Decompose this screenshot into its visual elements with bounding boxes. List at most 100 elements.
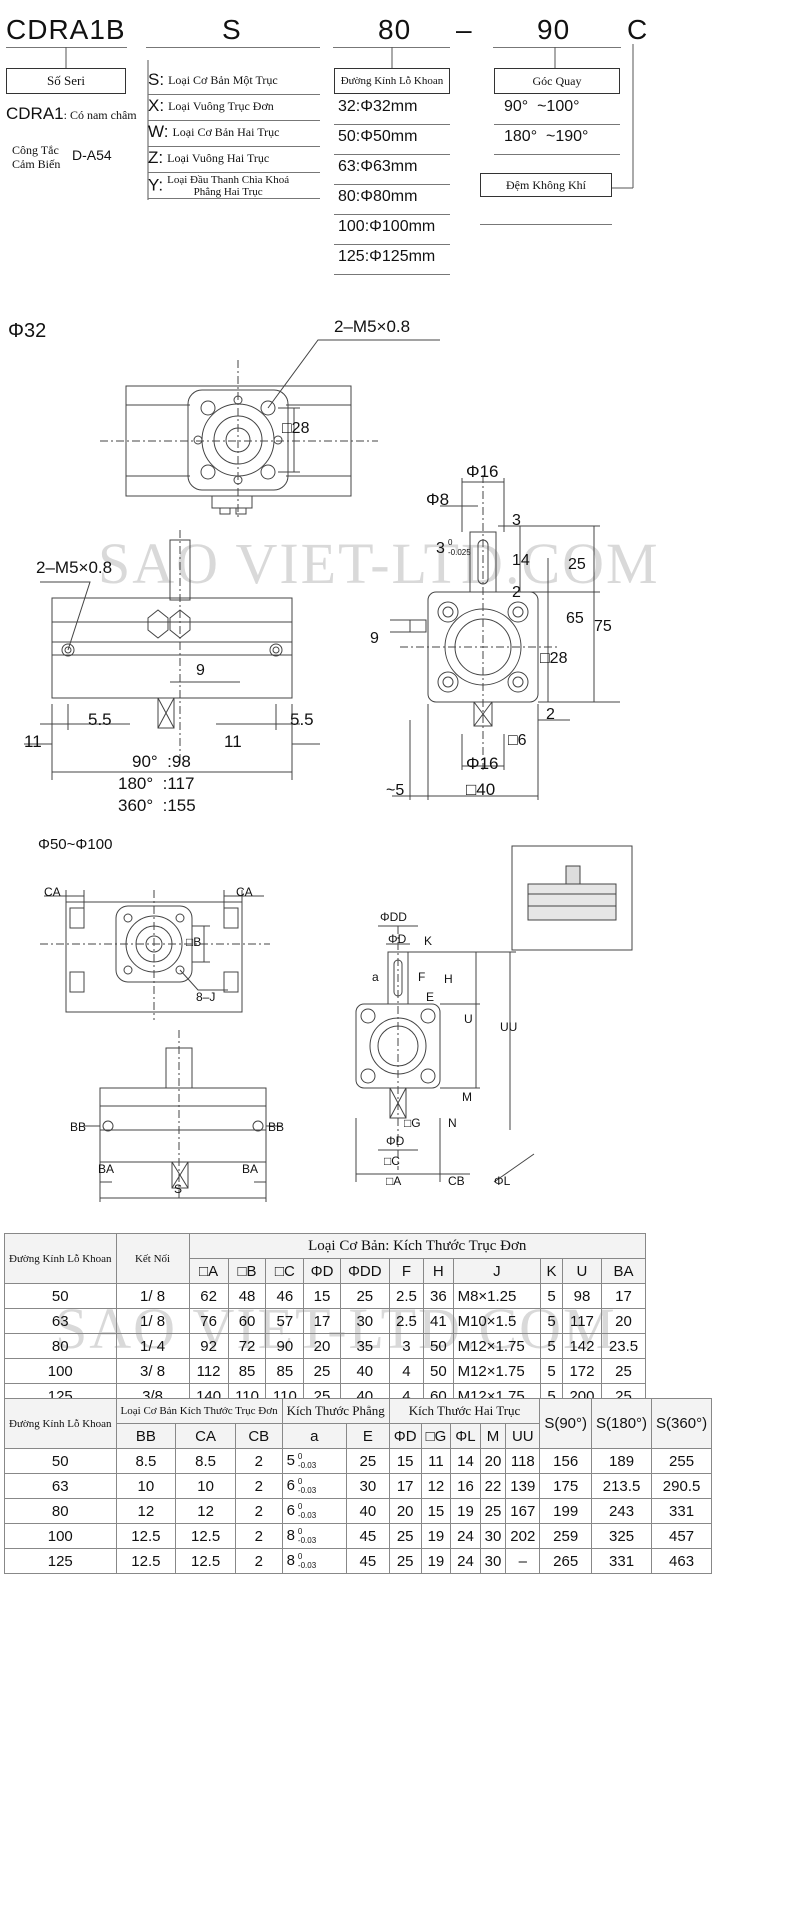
angle-divider [494,124,620,125]
dim-label: 5.5 [290,710,314,729]
table-cell-value: 290.5 [662,1477,701,1495]
dim-label: F [418,970,426,984]
tol-upper: 0 [448,538,453,547]
dim-label: □28 [282,420,310,437]
table-cell: 46 [265,1283,305,1309]
tolerance-lower: -0.03 [297,1536,317,1546]
table-cell: 118 [505,1448,541,1474]
tolerance: 0-0.03 [298,1452,316,1470]
dim-label: 3 [512,512,521,529]
table-cell: 72 [227,1333,267,1359]
table-cell-value: 213.5 [602,1477,641,1495]
table-cell: 63 [4,1473,117,1499]
angle-divider [494,154,620,155]
table-cell: 331 [591,1548,653,1574]
angle-option-180: 180° ~190° [504,128,589,145]
table-cell-value: 6 [286,1476,295,1494]
table-cell: 20 [479,1448,507,1474]
cdra1-code: CDRA1 [6,104,64,123]
table-cell-value: 6 [286,1501,295,1519]
table-cell: 100 [4,1523,117,1549]
front-view-body [99,1087,267,1163]
tol-lower: -0.025 [448,548,471,557]
dim-label: 5.5 [88,710,112,729]
table-cell: 25 [388,1548,422,1574]
table-cell: 25 [345,1448,390,1474]
cdra1-desc: : Có nam châm [63,108,137,122]
shaft-option-text-1: Loại Vuông Hai Trục [167,151,270,166]
drawing32 [24,339,620,800]
table-cell: 63 [4,1308,117,1334]
table-cell: 5 [540,1283,563,1309]
dim-label: BA [242,1162,259,1176]
table-cell: 24 [450,1548,481,1574]
shaft-option-text-2: Phẳng Hai Trục [193,186,263,198]
table-cell: 10 [175,1473,236,1499]
tolerance-upper: 0 [297,1477,303,1487]
t1-col-header: H [423,1258,454,1284]
flange [187,389,289,491]
dim-label: 11 [224,732,242,751]
table-cell: 125 [4,1548,117,1574]
t2-col-header: BB [115,1423,177,1449]
table-cell-value: 19 [427,1552,445,1570]
table-cell-value: 202 [510,1527,536,1545]
code-connectors [65,44,634,200]
switch-label: Công Tắc Cảm Biến [12,143,60,171]
dim-label: Φ16 [466,462,499,481]
table-cell: 172 [561,1358,603,1384]
dim-label: 90° :98 [132,752,191,771]
table-cell: 30 [339,1308,390,1334]
dim-label: □6 [508,732,527,749]
shaft-option-text: Loại Vuông Hai Trục [167,151,269,166]
table-cell-value: 12.5 [131,1552,161,1570]
dim-label: 2 [546,706,555,723]
table-cell: 259 [539,1523,593,1549]
dim-label: □C [384,1154,400,1168]
table-cell-value: 16 [457,1477,474,1495]
table-cell: 50 [4,1448,117,1474]
table-cell: 25 [388,1523,422,1549]
table-cell: 20 [303,1333,341,1359]
table-cell: 85 [265,1358,305,1384]
dim-label: M [462,1090,472,1104]
table-cell: 20 [388,1498,422,1524]
shaft-option-text-1: Loại Vuông Trục Đơn [168,99,274,114]
table-cell-value: 463 [669,1552,695,1570]
front-view-body [51,597,293,699]
t2-h-bore: Đường Kính Lỗ Khoan [4,1398,117,1449]
table-cell-value: 24 [457,1527,474,1545]
shaft-divider [148,172,320,173]
table-cell-value: 25 [396,1527,414,1545]
table-cell: 35 [339,1333,390,1359]
bore-option: 80:Φ80mm [338,188,418,205]
table-cell-value: 8 [286,1551,295,1569]
table-cell: 325 [591,1523,653,1549]
table-cell: 15 [420,1498,452,1524]
table-cell: 80 [4,1333,117,1359]
table-cell: 3/ 8 [115,1358,190,1384]
table-cell: 12.5 [175,1548,236,1574]
t1-col-header: U [561,1258,603,1284]
table-cell-value: 11 [428,1452,444,1470]
table-cell: 12 [175,1498,236,1524]
t1-col-header: K [540,1258,563,1284]
tolerance-lower: -0.03 [297,1561,317,1571]
t1-h-conn: Kết Nối [115,1233,190,1284]
tolerance-upper: 0 [297,1552,303,1562]
dim-label: 2–M5×0.8 [36,558,113,577]
table-cell: 1/ 8 [115,1308,190,1334]
bore-header: Đường Kính Lỗ Khoan [334,68,450,94]
table-cell: 8.5 [115,1448,177,1474]
table-cell: M10×1.5 [452,1308,542,1334]
dim-label: □G [404,1116,421,1130]
shaft-option-code: W: [148,122,169,141]
t1-col-header: □A [188,1258,229,1284]
table-cell: 139 [505,1473,541,1499]
t2-h-s180: S(180°) [591,1398,653,1449]
dim-label: 75 [594,618,612,635]
spec-table-1: Đường Kính Lỗ Khoan Kết Nối Loại Cơ Bản:… [4,1233,647,1409]
